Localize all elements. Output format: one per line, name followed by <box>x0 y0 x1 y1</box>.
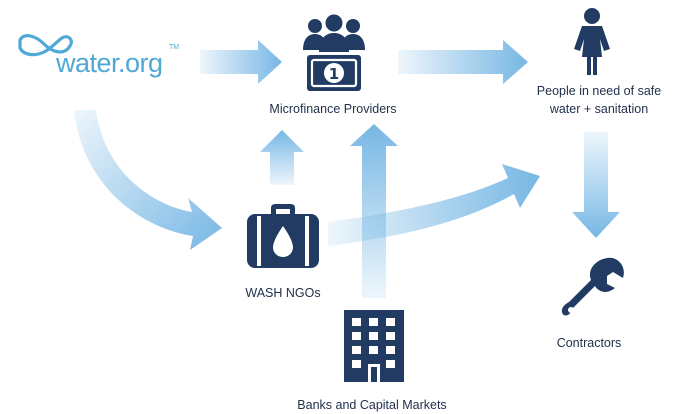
microfinance-label: Microfinance Providers <box>269 102 397 116</box>
building-icon <box>344 310 404 382</box>
wash-ngos-label: WASH NGOs <box>245 286 321 300</box>
people-money-icon: 1 <box>303 14 365 91</box>
arrow-people-to-contractors <box>572 132 620 238</box>
arrow-logo-to-microfinance <box>200 40 282 84</box>
arrow-logo-to-wash <box>74 110 222 250</box>
arrow-wash-to-microfinance <box>260 130 304 185</box>
people-label-line1: People in need of safe <box>536 84 662 98</box>
banks-label: Banks and Capital Markets <box>297 398 447 412</box>
water-org-logo-icon <box>18 34 73 57</box>
person-icon <box>574 8 610 75</box>
arrow-wash-to-people <box>328 164 540 246</box>
briefcase-water-drop-icon <box>247 204 319 268</box>
arrow-microfinance-to-people <box>398 40 528 84</box>
contractors-label: Contractors <box>556 336 622 350</box>
svg-text:1: 1 <box>329 65 339 83</box>
people-label-line2: water + sanitation <box>549 102 649 116</box>
wrench-icon <box>561 257 624 316</box>
water-org-logo-text: water.org <box>56 48 163 78</box>
trademark-mark: TM <box>169 44 180 51</box>
arrow-banks-to-microfinance <box>350 124 398 298</box>
